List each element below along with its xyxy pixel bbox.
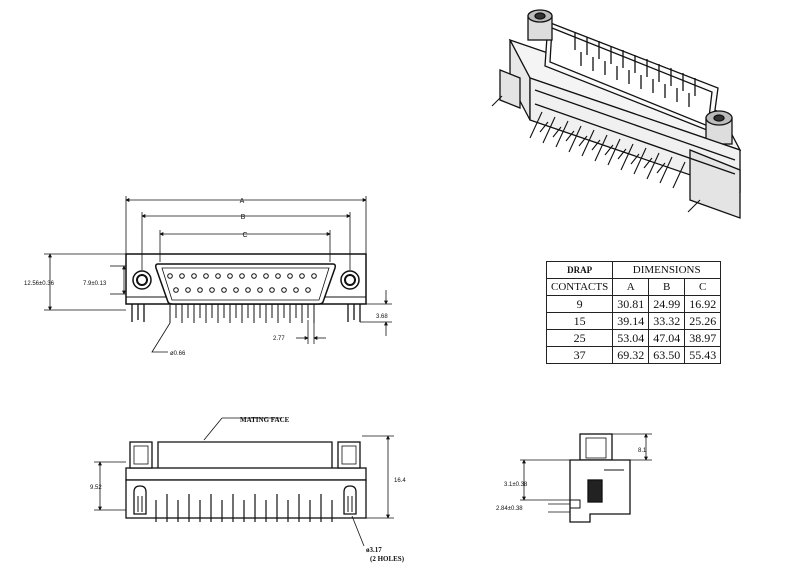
- table-header-dimensions: DIMENSIONS: [612, 261, 722, 279]
- table-header-drap: DRAP: [545, 261, 614, 279]
- front-mount-hole-left: [132, 270, 152, 290]
- front-pin-offset: 3.68: [376, 314, 388, 320]
- iso-jack-screw-right: [705, 110, 733, 145]
- side-view: [94, 417, 394, 547]
- front-pcb-pins: [169, 304, 315, 323]
- table-col-b: B: [648, 278, 686, 296]
- front-pin-pitch: 2.77: [273, 336, 285, 342]
- side-hole-count: (2 HOLES): [370, 555, 405, 563]
- front-contacts: [167, 273, 317, 293]
- table-row: 37 69.32 63.50 55.43: [545, 346, 722, 364]
- iso-pcb-pins: [491, 95, 701, 213]
- front-pin-diameter: ø0.66: [170, 351, 186, 357]
- table-col-c: C: [684, 278, 722, 296]
- iso-shell-pins: [574, 32, 696, 107]
- front-height-inner: 7.9±0.13: [83, 281, 107, 287]
- end-low-dim: 2.84±0.38: [496, 506, 523, 512]
- isometric-view: [491, 9, 742, 219]
- dimensions-table: DRAP DIMENSIONS CONTACTS A B C 9 30.81 2…: [545, 261, 722, 364]
- front-dim-a: A: [240, 198, 245, 205]
- table-header-contacts: CONTACTS: [545, 278, 614, 296]
- iso-jack-screw-left: [527, 9, 553, 41]
- side-pins: [155, 494, 333, 522]
- table-col-a: A: [612, 278, 650, 296]
- side-hole-spec: ø3.17: [366, 546, 382, 554]
- table-row: 15 39.14 33.32 25.26: [545, 312, 722, 330]
- table-row: 9 30.81 24.99 16.92: [545, 295, 722, 313]
- front-dim-c: C: [242, 232, 247, 239]
- front-height-outer: 12.56±0.36: [24, 281, 55, 287]
- end-top-height: 8.1: [638, 448, 647, 454]
- side-left-height: 9.52: [90, 485, 102, 491]
- side-right-height: 16.4: [394, 478, 406, 484]
- front-dim-b: B: [241, 214, 246, 221]
- side-mating-face: MATING FACE: [240, 416, 290, 424]
- end-mid-dim: 3.1±0.38: [504, 482, 528, 488]
- end-view: [520, 433, 652, 523]
- front-view: [44, 196, 392, 353]
- table-row: 25 53.04 47.04 38.97: [545, 329, 722, 347]
- front-mount-hole-right: [340, 270, 360, 290]
